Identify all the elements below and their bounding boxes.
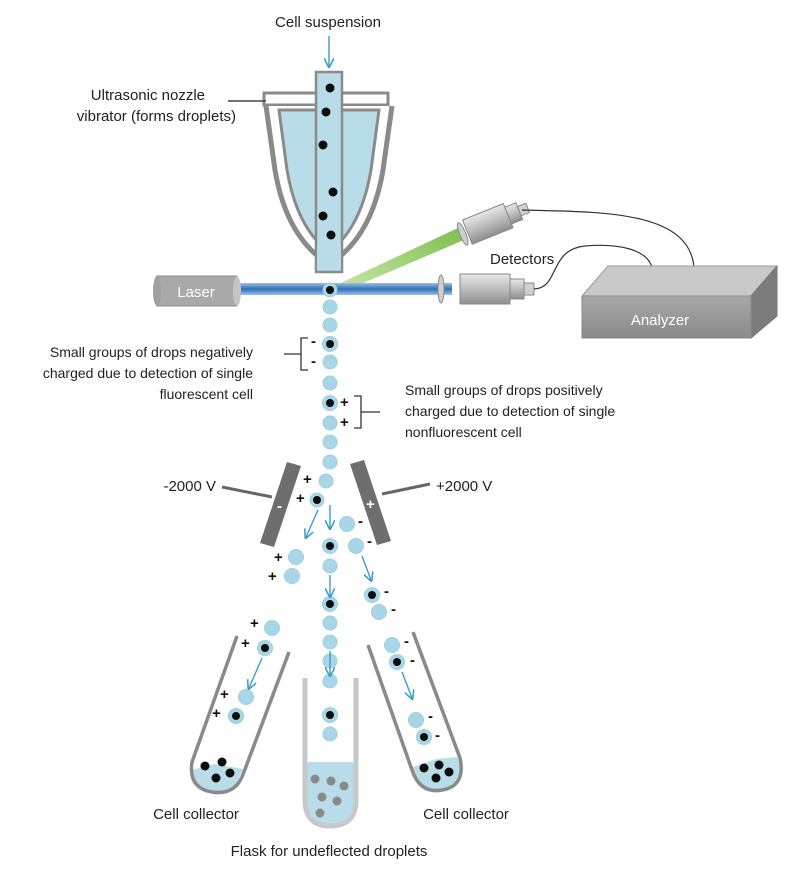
fluorescence-beam	[330, 228, 464, 296]
negative-sign: -	[428, 708, 433, 725]
positive-sign: +	[220, 686, 229, 703]
positive-sign: +	[296, 490, 305, 507]
right-cell-collector	[366, 631, 463, 793]
negative-sign: -	[358, 513, 363, 530]
cell-suspension-label: Cell suspension	[275, 14, 381, 31]
positive-sign: +	[241, 635, 250, 652]
negative-group-label-line1: Small groups of drops negatively	[50, 344, 253, 360]
detector-cable-lower	[533, 244, 653, 290]
positive-sign: +	[340, 414, 349, 431]
positive-group-label-line1: Small groups of drops positively	[405, 382, 603, 398]
laser-label: Laser	[177, 284, 215, 301]
negative-sign: -	[435, 727, 440, 744]
detectors-label: Detectors	[490, 251, 554, 268]
nozzle-label-line2: vibrator (forms droplets)	[77, 108, 236, 125]
negative-sign: -	[410, 652, 415, 669]
negative-group-label-line3: fluorescent cell	[160, 386, 253, 402]
droplet-stream	[309, 282, 338, 742]
undeflected-flask	[302, 678, 359, 829]
nozzle-vibrator	[262, 70, 395, 274]
right-deflected-droplets	[339, 516, 432, 745]
left-collector-label: Cell collector	[153, 806, 239, 823]
detector-cable-upper	[521, 209, 695, 269]
plate-minus-mark: -	[277, 498, 282, 515]
negative-group-bracket	[284, 337, 308, 371]
negative-deflection-plate	[221, 462, 301, 547]
left-cell-collector	[189, 635, 291, 795]
right-deflected-cells	[368, 591, 428, 741]
positive-deflection-plate	[350, 460, 431, 545]
positive-voltage-label: +2000 V	[436, 478, 492, 495]
analyzer-box	[580, 264, 779, 340]
positive-group-bracket	[354, 395, 380, 429]
right-collector-label: Cell collector	[423, 806, 509, 823]
positive-sign: +	[340, 394, 349, 411]
analyzer-label: Analyzer	[631, 312, 689, 329]
negative-sign: -	[384, 583, 389, 600]
plate-plus-mark: +	[366, 496, 375, 513]
trajectory-arrows	[249, 505, 412, 698]
nozzle-cells	[318, 83, 338, 240]
negative-sign: -	[391, 601, 396, 618]
positive-group-label-line3: nonfluorescent cell	[405, 424, 522, 440]
laser-source	[153, 275, 241, 307]
flask-label: Flask for undeflected droplets	[231, 843, 428, 860]
negative-sign: -	[367, 533, 372, 550]
negative-sign: -	[311, 333, 316, 350]
left-deflected-droplets	[228, 549, 304, 724]
negative-group-label-line2: charged due to detection of single	[43, 365, 253, 381]
left-deflected-cells	[232, 644, 269, 720]
positive-sign: +	[250, 615, 259, 632]
stream-cells	[313, 286, 334, 719]
negative-sign: -	[404, 633, 409, 650]
detector-upper	[456, 202, 531, 246]
positive-sign: +	[274, 549, 283, 566]
negative-sign: -	[311, 353, 316, 370]
positive-sign: +	[268, 568, 277, 585]
positive-group-label-line2: charged due to detection of single	[405, 403, 615, 419]
positive-sign: +	[303, 471, 312, 488]
nozzle-label-line1: Ultrasonic nozzle	[91, 87, 205, 104]
detector-lower	[437, 273, 535, 305]
negative-voltage-label: -2000 V	[163, 478, 216, 495]
laser-beam	[238, 283, 452, 295]
positive-sign: +	[212, 705, 221, 722]
